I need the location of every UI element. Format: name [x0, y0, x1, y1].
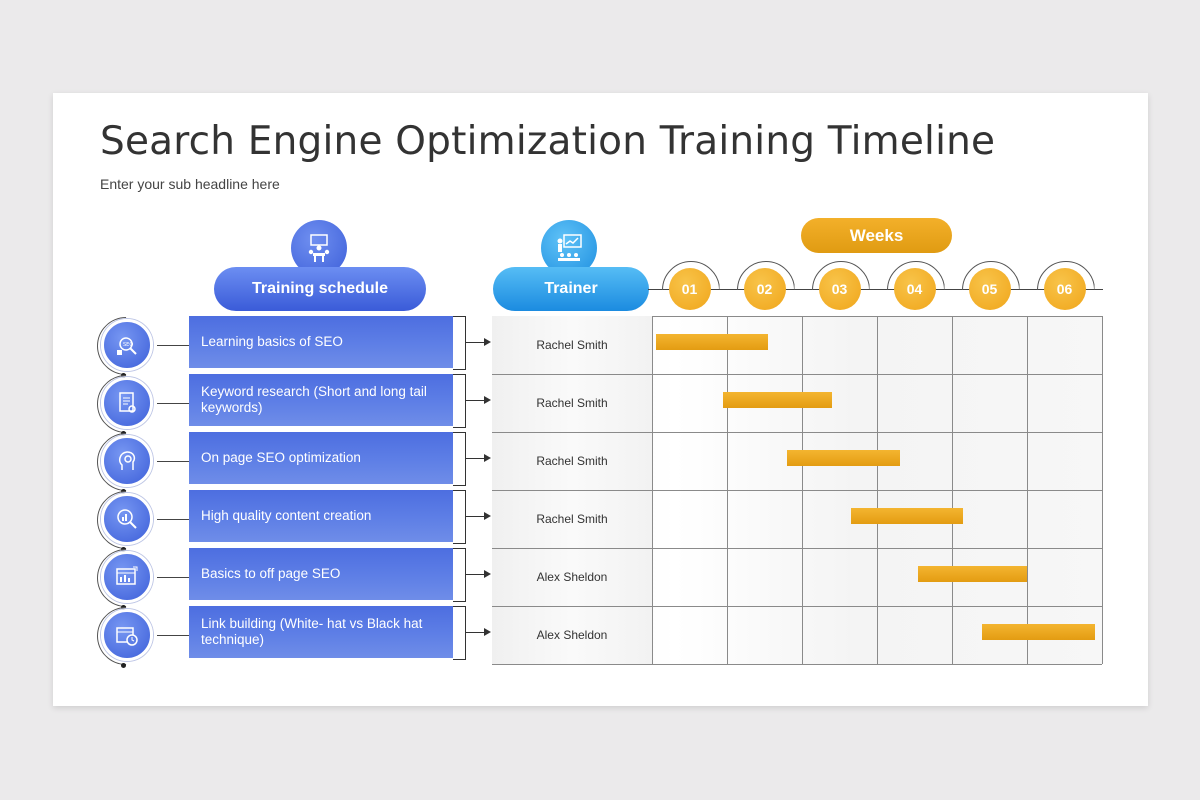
- weeks-header: Weeks: [801, 218, 952, 253]
- row-bracket: [453, 316, 466, 370]
- week-label-03: 03: [818, 268, 861, 310]
- gantt-bar: [982, 624, 1095, 640]
- training-schedule-header: Training schedule: [214, 267, 426, 311]
- task-label: Basics to off page SEO: [189, 548, 453, 600]
- trainer-name: Rachel Smith: [536, 396, 608, 410]
- connector-line: [157, 403, 189, 404]
- week-label-02: 02: [743, 268, 786, 310]
- gantt-bar: [850, 508, 964, 524]
- connector-dot: [121, 489, 126, 494]
- keyword-document-icon: [101, 377, 153, 429]
- grid-row-line: [492, 432, 1102, 433]
- grid-row-line: [492, 548, 1102, 549]
- row-arrow: [465, 338, 491, 346]
- trainer-name: Alex Sheldon: [536, 628, 608, 642]
- week-label-04: 04: [893, 268, 936, 310]
- week-label-01: 01: [668, 268, 711, 310]
- row-bracket: [453, 606, 466, 660]
- task-label: On page SEO optimization: [189, 432, 453, 484]
- row-arrow: [465, 396, 491, 404]
- trainer-name: Rachel Smith: [536, 338, 608, 352]
- week-label-05: 05: [968, 268, 1011, 310]
- connector-line: [157, 519, 189, 520]
- grid-row-line: [492, 606, 1102, 607]
- trainer-name: Alex Sheldon: [536, 570, 608, 584]
- connector-line: [157, 345, 189, 346]
- page-title: Search Engine Optimization Training Time…: [100, 119, 996, 164]
- grid-column-line: [1102, 316, 1103, 664]
- row-arrow: [465, 570, 491, 578]
- gantt-bar: [918, 566, 1027, 582]
- task-label: Link building (White- hat vs Black hat t…: [189, 606, 453, 658]
- meeting-icon: [291, 220, 347, 276]
- row-bracket: [453, 548, 466, 602]
- grid-row-line: [492, 490, 1102, 491]
- clock-calendar-icon: [101, 609, 153, 661]
- task-label: High quality content creation: [189, 490, 453, 542]
- task-label: Learning basics of SEO: [189, 316, 453, 368]
- grid-column-line: [652, 316, 653, 664]
- connector-line: [157, 635, 189, 636]
- browser-chart-icon: [101, 551, 153, 603]
- connector-dot: [121, 373, 126, 378]
- gantt-bar: [787, 450, 900, 466]
- magnifier-chart-icon: [101, 493, 153, 545]
- grid-row-line: [492, 374, 1102, 375]
- slide: Search Engine Optimization Training Time…: [53, 93, 1148, 706]
- connector-dot: [121, 605, 126, 610]
- grid-column-line: [802, 316, 803, 664]
- row-bracket: [453, 490, 466, 544]
- grid-column-line: [727, 316, 728, 664]
- grid-column-line: [952, 316, 953, 664]
- week-axis-line: [648, 289, 1103, 290]
- head-gear-icon: [101, 435, 153, 487]
- connector-dot: [121, 547, 126, 552]
- row-bracket: [453, 432, 466, 486]
- gantt-bar: [655, 334, 769, 350]
- page-subtitle: Enter your sub headline here: [100, 176, 280, 192]
- gantt-bar: [723, 392, 832, 408]
- grid-column-line: [877, 316, 878, 664]
- row-arrow: [465, 628, 491, 636]
- connector-dot: [121, 431, 126, 436]
- grid-row-line: [492, 664, 1102, 665]
- connector-line: [157, 461, 189, 462]
- week-label-06: 06: [1043, 268, 1086, 310]
- seo-tools-icon: SEO: [101, 319, 153, 371]
- svg-text:SEO: SEO: [123, 342, 133, 348]
- connector-dot: [121, 663, 126, 668]
- trainer-name: Rachel Smith: [536, 512, 608, 526]
- presentation-icon: [541, 220, 597, 276]
- task-label: Keyword research (Short and long tail ke…: [189, 374, 453, 426]
- grid-column-line: [1027, 316, 1028, 664]
- row-arrow: [465, 512, 491, 520]
- trainer-name: Rachel Smith: [536, 454, 608, 468]
- trainer-header: Trainer: [493, 267, 649, 311]
- row-bracket: [453, 374, 466, 428]
- connector-line: [157, 577, 189, 578]
- row-arrow: [465, 454, 491, 462]
